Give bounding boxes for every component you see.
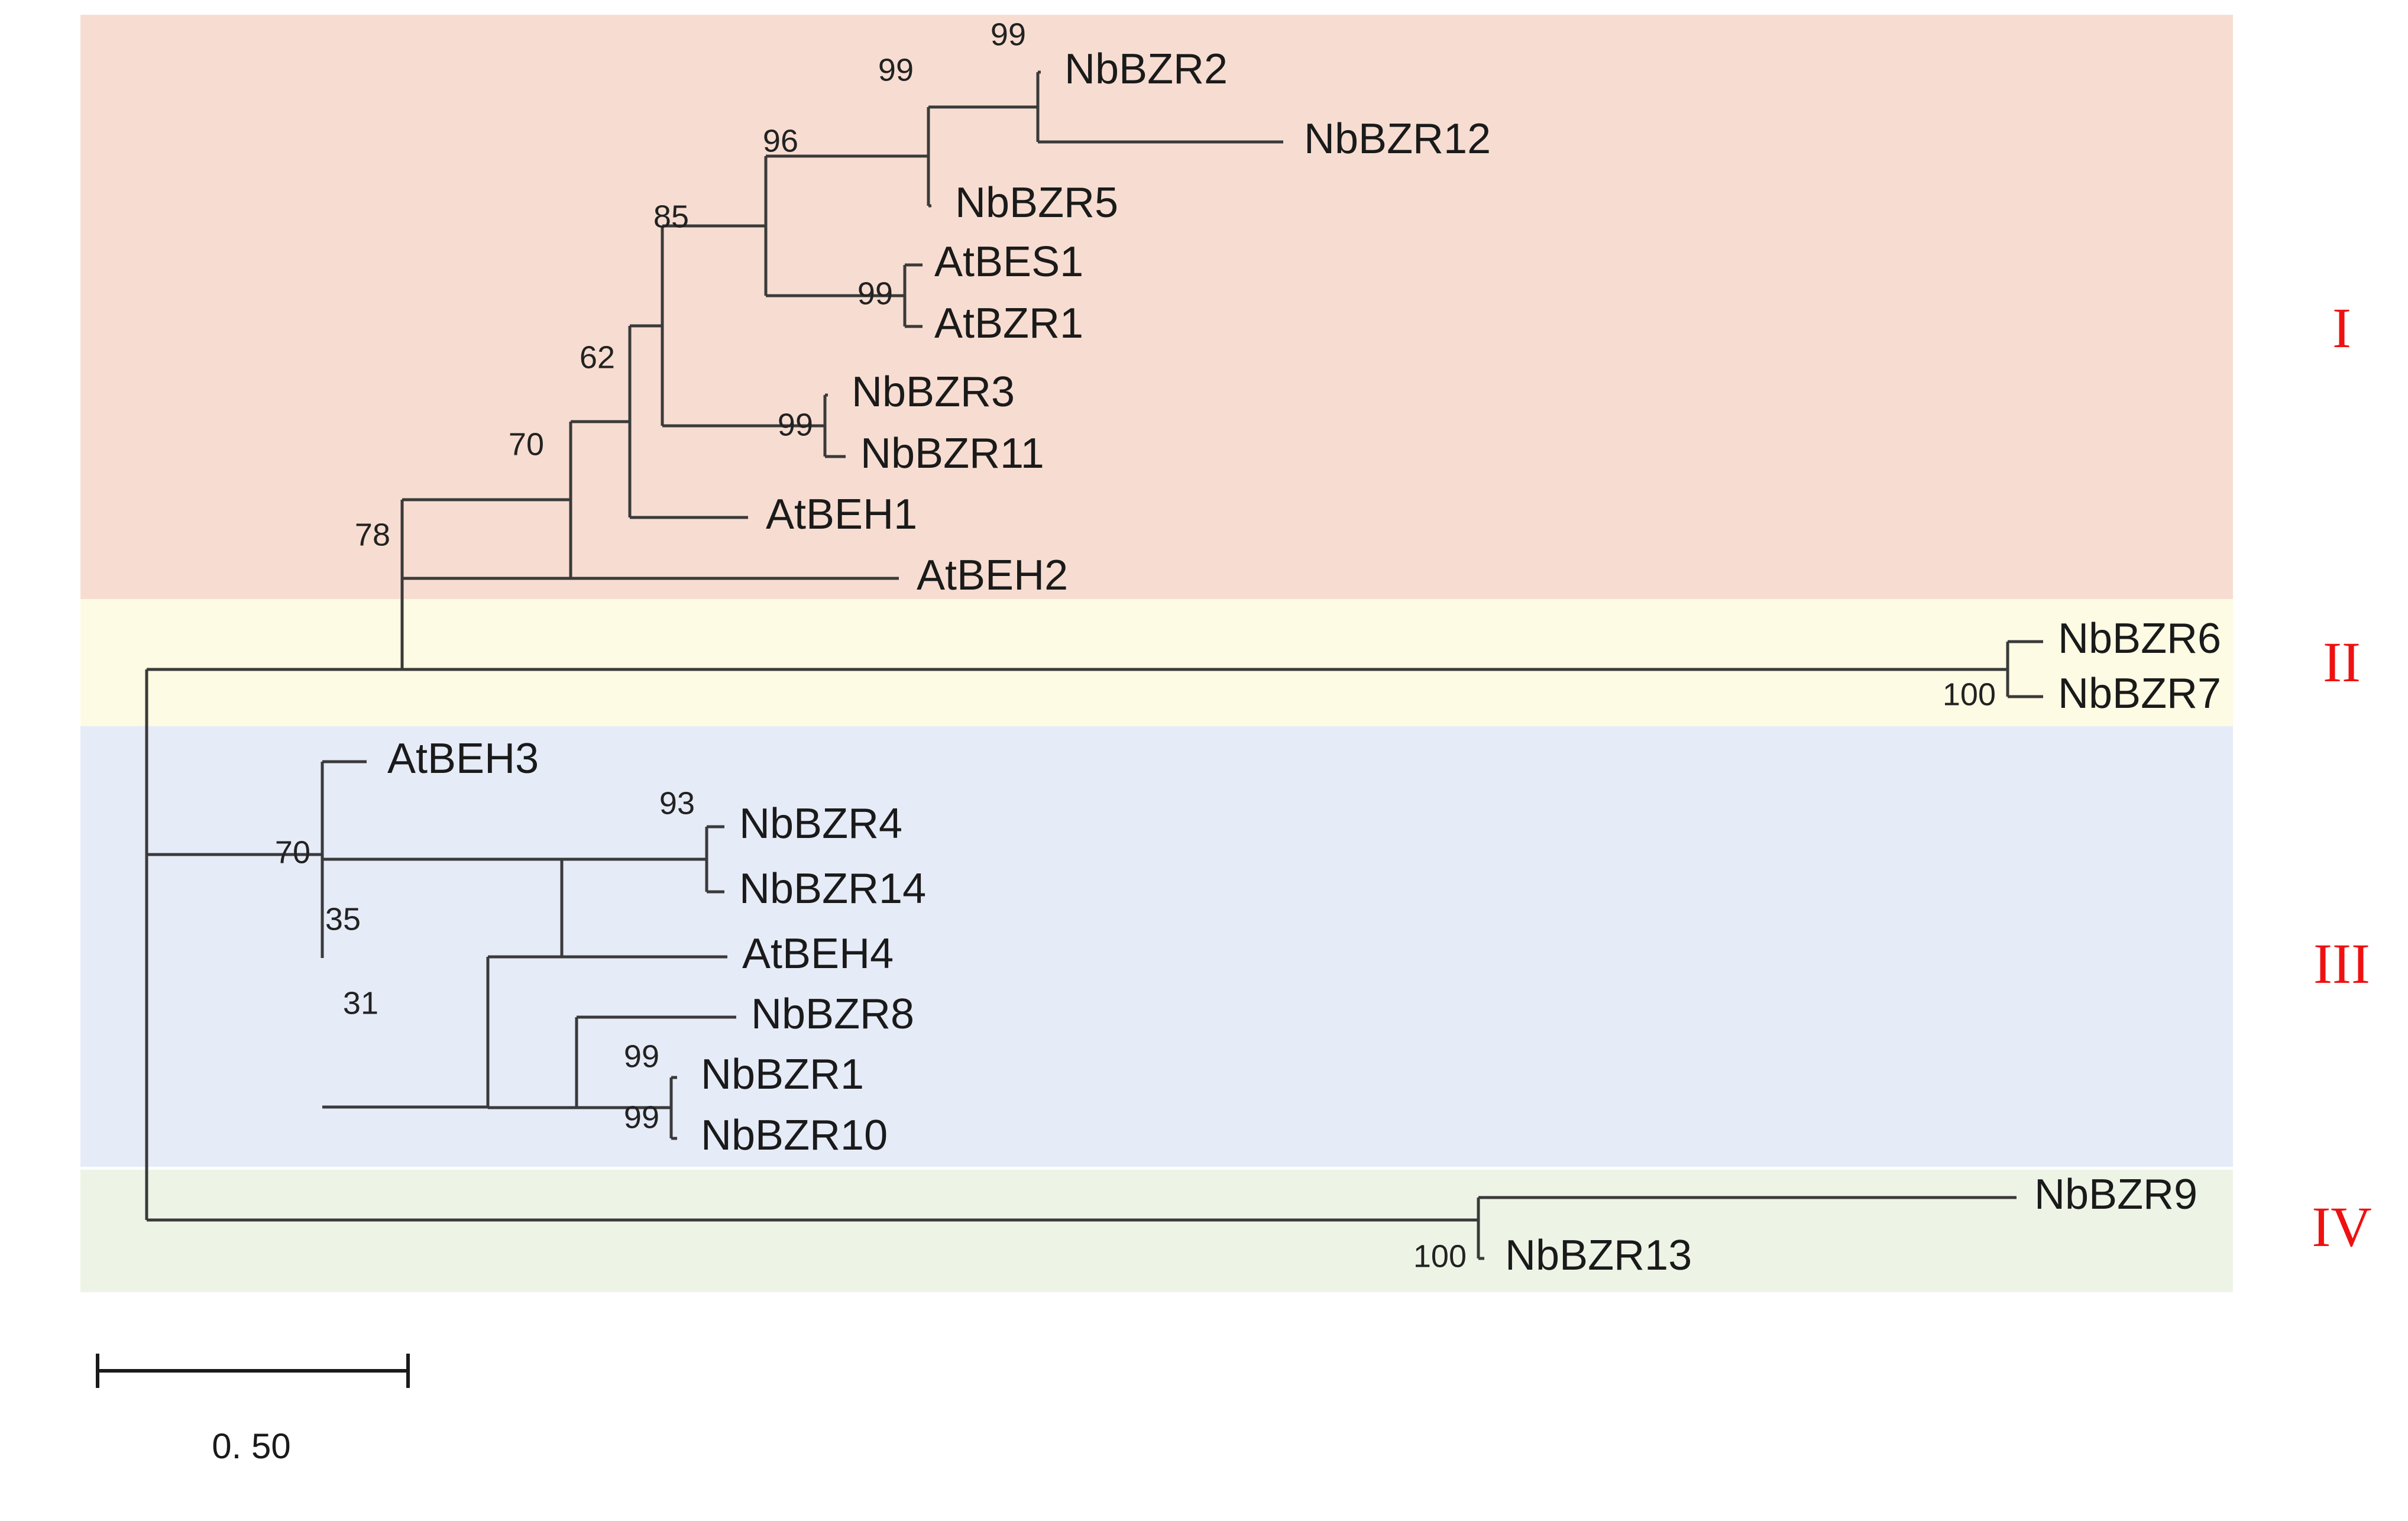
tip-label-NbBZR6: NbBZR6	[2058, 615, 2221, 662]
tip-label-NbBZR3: NbBZR3	[852, 368, 1015, 416]
tip-label-NbBZR14: NbBZR14	[739, 865, 926, 912]
bootstrap-value-12: 35	[325, 901, 361, 937]
tip-label-NbBZR5: NbBZR5	[955, 179, 1118, 226]
bootstrap-value-3: 99	[857, 276, 893, 311]
scale-bar: 0. 50	[96, 1354, 410, 1466]
group-label-IV: IV	[2312, 1195, 2371, 1258]
tree-branches	[145, 70, 2043, 1260]
group-band-II	[80, 599, 2233, 726]
tip-label-NbBZR9: NbBZR9	[2034, 1171, 2197, 1218]
group-band-III	[80, 726, 2233, 1167]
tip-label-NbBZR7: NbBZR7	[2058, 670, 2221, 717]
tip-label-NbBZR13: NbBZR13	[1505, 1232, 1692, 1279]
tip-label-AtBES1: AtBES1	[934, 238, 1083, 286]
group-label-II: II	[2323, 630, 2361, 694]
tip-labels: NbBZR2NbBZR12NbBZR5AtBES1AtBZR1NbBZR3NbB…	[387, 46, 2221, 1279]
tip-label-AtBEH2: AtBEH2	[917, 552, 1068, 599]
tip-label-NbBZR2: NbBZR2	[1064, 46, 1228, 93]
bootstrap-value-5: 99	[778, 407, 813, 442]
tip-label-NbBZR4: NbBZR4	[739, 800, 902, 847]
scale-bar-label: 0. 50	[212, 1426, 290, 1466]
tip-label-AtBEH1: AtBEH1	[766, 491, 917, 538]
group-background-bands	[80, 15, 2233, 1292]
bootstrap-value-4: 85	[653, 199, 689, 234]
group-band-IV	[80, 1170, 2233, 1292]
group-label-III: III	[2313, 932, 2370, 995]
bootstrap-value-0: 99	[991, 17, 1026, 52]
bootstrap-value-14: 99	[624, 1038, 659, 1074]
tip-label-AtBEH4: AtBEH4	[742, 930, 894, 978]
group-label-I: I	[2332, 296, 2351, 360]
tip-label-AtBZR1: AtBZR1	[934, 300, 1083, 347]
bootstrap-value-15: 99	[624, 1099, 659, 1135]
tip-label-NbBZR8: NbBZR8	[751, 991, 914, 1038]
tip-label-NbBZR1: NbBZR1	[701, 1051, 864, 1098]
bootstrap-value-10: 93	[659, 785, 695, 821]
bootstrap-values: 99 99 96 99 85 99 62 70 78 100 93 70 35 31 99 99 100	[275, 17, 1996, 1274]
bootstrap-value-9: 100	[1943, 677, 1996, 712]
tip-label-NbBZR10: NbBZR10	[701, 1112, 888, 1159]
bootstrap-value-2: 96	[763, 123, 798, 158]
bootstrap-value-8: 78	[355, 517, 390, 552]
bootstrap-value-6: 62	[580, 339, 615, 375]
group-band-I	[80, 15, 2233, 599]
tip-label-NbBZR11: NbBZR11	[860, 430, 1044, 477]
tip-label-AtBEH3: AtBEH3	[387, 735, 539, 782]
bootstrap-value-7: 70	[509, 426, 544, 462]
bootstrap-value-13: 31	[343, 985, 378, 1021]
bootstrap-value-1: 99	[878, 52, 914, 88]
bootstrap-value-11: 70	[275, 834, 310, 870]
tip-label-NbBZR12: NbBZR12	[1304, 115, 1491, 163]
bootstrap-value-16: 100	[1413, 1238, 1467, 1274]
